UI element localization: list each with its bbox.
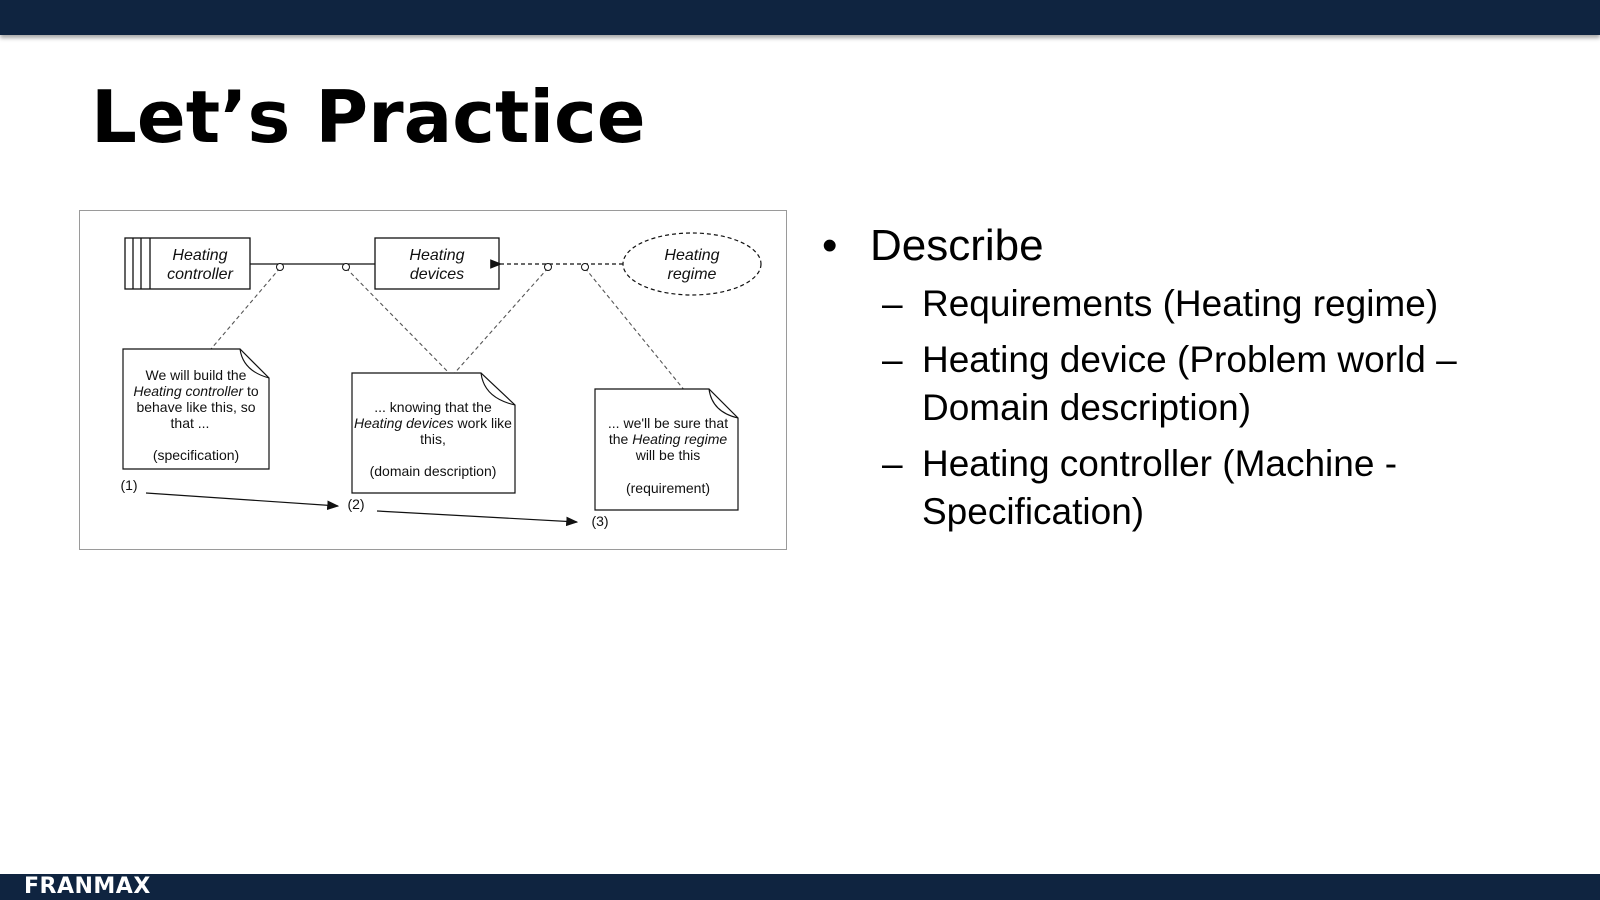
- diagram-svg: Heating controller Heating devices Heati…: [120, 232, 762, 529]
- sub-bullet-heating-controller-line2: Specification): [922, 491, 1145, 532]
- step-1-label: (1): [120, 477, 137, 493]
- domain-note-tag: (domain description): [370, 463, 497, 479]
- heating-controller-label-2: controller: [167, 266, 233, 283]
- spec-note-line3: behave like this, so: [136, 399, 255, 415]
- domain-description-note: ... knowing that the Heating devices wor…: [351, 372, 516, 494]
- spec-note-line2: Heating controller to: [133, 383, 259, 399]
- top-bar: [0, 0, 1600, 35]
- heating-regime-label-1: Heating: [664, 247, 719, 264]
- problem-frame-diagram: Heating controller Heating devices Heati…: [79, 210, 787, 550]
- bullet-describe-text: Describe: [870, 221, 1044, 270]
- sub-bullet-list: – Requirements (Heating regime) – Heatin…: [822, 280, 1582, 536]
- sub-bullet-marker: –: [882, 443, 903, 484]
- sub-bullet-heating-device-line2: Domain description): [922, 387, 1252, 428]
- sub-bullet-heating-device-line1: Heating device (Problem world –: [922, 339, 1457, 380]
- spec-note-line1: We will build the: [146, 367, 247, 383]
- sub-bullet-requirements: – Requirements (Heating regime): [822, 280, 1582, 328]
- heating-regime-label-2: regime: [668, 266, 717, 283]
- req-note-line3: will be this: [635, 447, 701, 463]
- domain-note-line2: Heating devices work like: [354, 415, 512, 431]
- heating-controller-box: Heating controller: [124, 237, 251, 290]
- requirement-note: ... we'll be sure that the Heating regim…: [594, 388, 739, 511]
- heating-devices-label-2: devices: [410, 266, 464, 283]
- domain-note-line1: ... knowing that the: [374, 399, 492, 415]
- heating-devices-label-1: Heating: [409, 247, 464, 264]
- bullet-list: • Describe – Requirements (Heating regim…: [822, 218, 1582, 544]
- step-arrow-1-2: [145, 492, 340, 511]
- spec-note-tag: (specification): [153, 447, 239, 463]
- spec-note-line4: that ...: [171, 415, 210, 431]
- specification-note: We will build the Heating controller to …: [122, 348, 270, 470]
- note-connectors: [210, 267, 686, 392]
- sub-bullet-heating-device: – Heating device (Problem world – Domain…: [822, 336, 1582, 432]
- slide-title: Let’s Practice: [91, 75, 646, 159]
- req-note-tag: (requirement): [626, 480, 710, 496]
- heating-devices-box: Heating devices: [374, 237, 500, 290]
- heating-regime-ellipse: Heating regime: [622, 232, 762, 296]
- bottom-bar: FRANMAX: [0, 874, 1600, 900]
- sub-bullet-requirements-text: Requirements (Heating regime): [922, 283, 1439, 324]
- connector-points: [276, 263, 589, 271]
- req-note-line2: the Heating regime: [609, 431, 728, 447]
- footer-brand-logo: FRANMAX: [24, 874, 151, 899]
- sub-bullet-marker: –: [882, 339, 903, 380]
- sub-bullet-heating-controller-line1: Heating controller (Machine -: [922, 443, 1398, 484]
- step-arrow-2-3: [376, 510, 579, 527]
- domain-note-line3: this,: [420, 431, 446, 447]
- req-note-line1: ... we'll be sure that: [608, 415, 728, 431]
- sub-bullet-marker: –: [882, 283, 903, 324]
- step-2-label: (2): [347, 496, 364, 512]
- bullet-marker: •: [822, 221, 838, 270]
- bullet-describe: • Describe: [822, 218, 1582, 274]
- step-3-label: (3): [591, 513, 608, 529]
- heating-controller-label-1: Heating: [172, 247, 227, 264]
- sub-bullet-heating-controller: – Heating controller (Machine - Specific…: [822, 440, 1582, 536]
